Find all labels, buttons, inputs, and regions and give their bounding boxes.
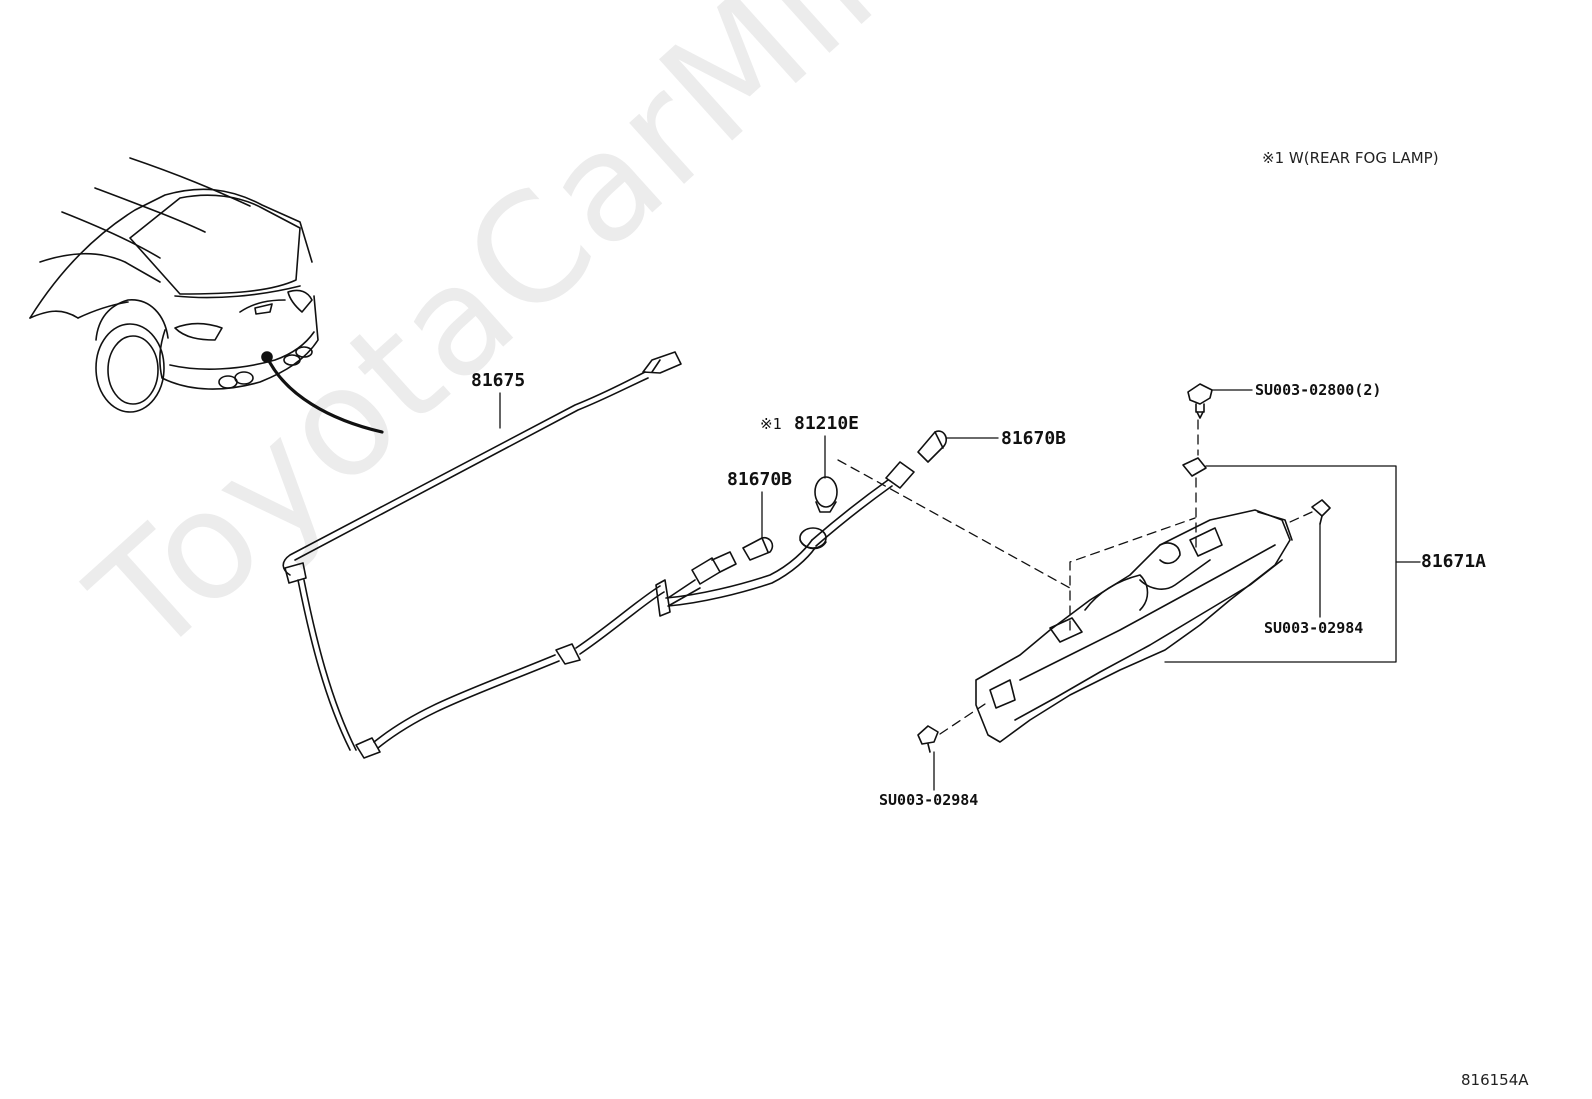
callout-81670b-left: 81670B	[727, 469, 793, 490]
car-rear-view-illustration	[29, 157, 384, 434]
callout-su003-02800: SU003-02800(2)	[1255, 381, 1382, 399]
screw-su003-02984-right	[1311, 499, 1331, 525]
callout-81675: 81675	[471, 370, 526, 391]
callout-81671a: 81671A	[1421, 551, 1487, 572]
callout-81210e: 81210E	[794, 413, 860, 434]
screw-su003-02984-bottom	[917, 725, 939, 753]
clip-su003-02800	[1187, 383, 1213, 419]
wire-harness-81675	[282, 351, 915, 759]
leader-lines	[499, 389, 1421, 791]
callout-marker-1: ※1	[760, 415, 782, 433]
callout-su003-02984-bottom: SU003-02984	[879, 791, 979, 809]
bulb-81670b-right	[917, 430, 948, 463]
clip-nut	[1182, 457, 1207, 477]
bulb-81670b-left	[742, 536, 774, 561]
legend-note: ※1 W(REAR FOG LAMP)	[1262, 149, 1439, 167]
rear-fog-lamp-81671a	[975, 509, 1293, 743]
figure-number: 816154A	[1461, 1071, 1529, 1089]
assembly-lines	[837, 419, 1313, 735]
bulb-socket-81210e	[814, 476, 838, 513]
callout-81670b-right: 81670B	[1001, 428, 1067, 449]
callout-su003-02984-right: SU003-02984	[1264, 619, 1364, 637]
